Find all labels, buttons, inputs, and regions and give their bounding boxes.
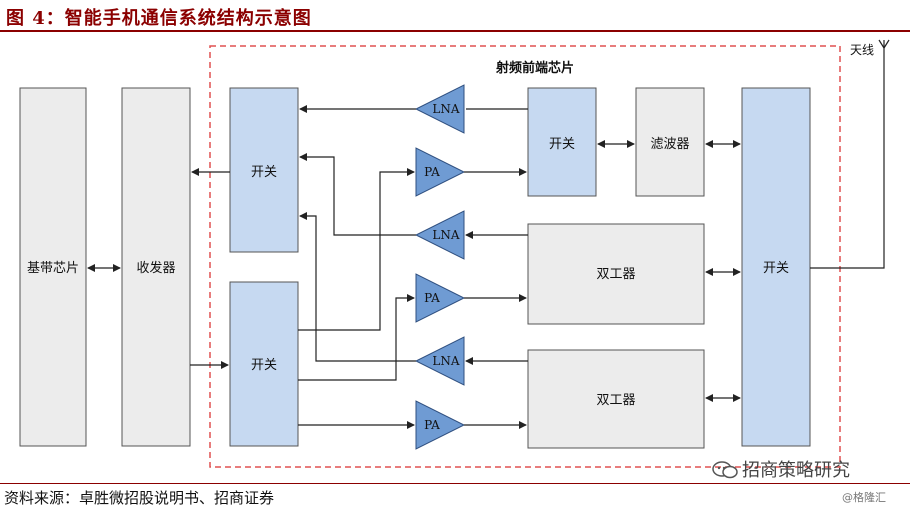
pa-amplifier-1: PA [415,147,466,197]
transceiver-box [121,87,191,447]
baseband-chip-label: 基带芯片 [27,261,79,276]
antenna-icon [878,39,890,49]
tx-switch-label: 开关 [251,358,277,373]
duplexer-label-2: 双工器 [596,393,635,408]
signal-paths [298,46,885,429]
lna-amplifier-2: LNA [414,210,465,260]
lna-label-3: LNA [432,354,459,368]
title-divider [0,30,910,32]
watermark-corner: @格隆汇 [842,491,886,504]
lna-amplifier-1: LNA [414,84,465,134]
pa-amplifier-3: PA [415,400,466,450]
pa-label-1: PA [424,165,440,179]
antenna-switch-label: 开关 [763,261,789,276]
footer-divider [0,483,910,484]
antenna-label: 天线 [850,43,874,57]
figure-title-bar: 图 4：智能手机通信系统结构示意图 [0,0,910,30]
pa-label-3: PA [424,418,440,432]
transceiver-label: 收发器 [136,260,175,276]
source-note: 资料来源：卓胜微招股说明书、招商证券 [4,489,275,507]
watermark-main: 招商策略研究 [712,456,850,482]
duplexer-box-1 [527,223,705,325]
wechat-icon [712,461,738,479]
lna-amplifier-3: LNA [414,336,465,386]
pa-amplifier-2: PA [415,273,466,323]
baseband-chip-box [19,87,87,447]
band-switch-box [527,87,597,197]
lna-label-1: LNA [432,102,459,116]
filter-box [635,87,705,197]
pa-label-2: PA [424,291,440,305]
watermark-main-text: 招商策略研究 [742,460,850,481]
figure-title: 图 4：智能手机通信系统结构示意图 [6,8,312,29]
rx-switch-box [229,87,299,253]
rf-front-end-region [209,45,841,468]
tx-switch-box [229,281,299,447]
filter-label: 滤波器 [650,137,689,152]
duplexer-box-2 [527,349,705,449]
duplexer-label-1: 双工器 [596,267,635,282]
band-switch-label: 开关 [549,137,575,152]
rf-front-end-label: 射频前端芯片 [495,60,574,76]
lna-label-2: LNA [432,228,459,242]
antenna-switch-box [741,87,811,447]
rx-switch-label: 开关 [251,165,277,180]
